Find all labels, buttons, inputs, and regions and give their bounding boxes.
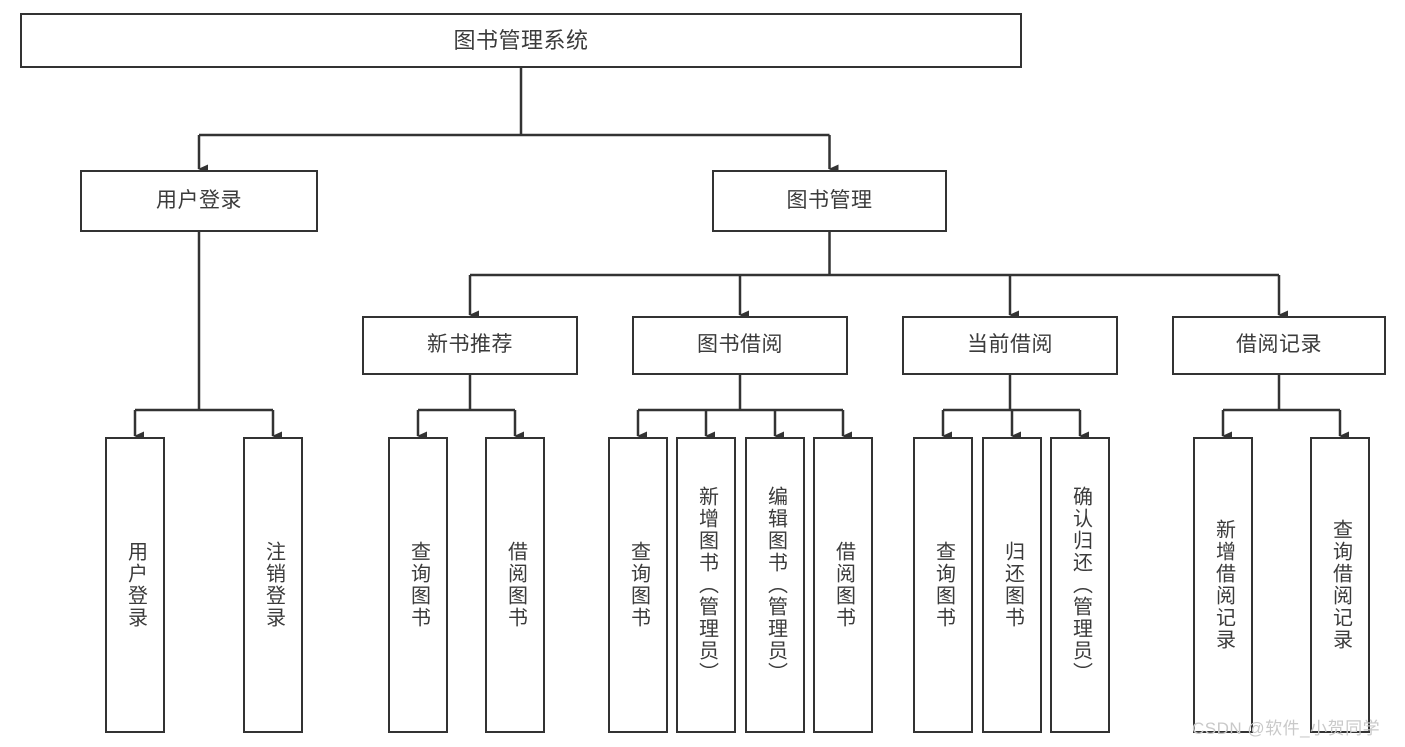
node-label: 借阅记录	[1236, 333, 1322, 357]
node-leaf-cur-1[interactable]: 查询图书	[913, 437, 973, 733]
node-label: 编辑图书（管理员）	[764, 486, 787, 684]
node-leaf-rec-2[interactable]: 查询借阅记录	[1310, 437, 1370, 733]
node-label: 新增借阅记录	[1212, 519, 1235, 651]
connector-lines	[133, 68, 1349, 441]
node-label: 新书推荐	[427, 333, 513, 357]
node-borrow[interactable]: 图书借阅	[632, 316, 848, 375]
node-label: 新增图书（管理员）	[695, 486, 718, 684]
node-leaf-borrow-2[interactable]: 新增图书（管理员）	[676, 437, 736, 733]
node-leaf-borrow-4[interactable]: 借阅图书	[813, 437, 873, 733]
node-records[interactable]: 借阅记录	[1172, 316, 1386, 375]
node-label: 注销登录	[262, 541, 285, 629]
node-leaf-cur-2[interactable]: 归还图书	[982, 437, 1042, 733]
node-label: 用户登录	[156, 188, 242, 212]
node-current[interactable]: 当前借阅	[902, 316, 1118, 375]
node-newbook[interactable]: 新书推荐	[362, 316, 578, 375]
node-label: 查询图书	[932, 541, 955, 629]
node-label: 查询图书	[407, 541, 430, 629]
node-leaf-borrow-3[interactable]: 编辑图书（管理员）	[745, 437, 805, 733]
node-leaf-borrow-1[interactable]: 查询图书	[608, 437, 668, 733]
node-label: 图书借阅	[697, 333, 783, 357]
node-label: 图书管理系统	[453, 27, 589, 53]
node-leaf-rec-1[interactable]: 新增借阅记录	[1193, 437, 1253, 733]
node-leaf-cur-3[interactable]: 确认归还（管理员）	[1050, 437, 1110, 733]
node-label: 归还图书	[1001, 541, 1024, 629]
node-leaf-login-1[interactable]: 用户登录	[105, 437, 165, 733]
node-label: 查询图书	[627, 541, 650, 629]
node-label: 借阅图书	[832, 541, 855, 629]
node-login[interactable]: 用户登录	[80, 170, 318, 232]
node-label: 当前借阅	[967, 333, 1053, 357]
node-root[interactable]: 图书管理系统	[20, 13, 1022, 68]
node-leaf-login-2[interactable]: 注销登录	[243, 437, 303, 733]
node-leaf-new-1[interactable]: 查询图书	[388, 437, 448, 733]
node-label: 图书管理	[786, 188, 873, 212]
node-leaf-new-2[interactable]: 借阅图书	[485, 437, 545, 733]
node-label: 用户登录	[124, 541, 147, 629]
node-label: 查询借阅记录	[1329, 519, 1352, 651]
node-bookmgmt[interactable]: 图书管理	[712, 170, 947, 232]
node-label: 确认归还（管理员）	[1069, 486, 1092, 684]
node-label: 借阅图书	[504, 541, 527, 629]
